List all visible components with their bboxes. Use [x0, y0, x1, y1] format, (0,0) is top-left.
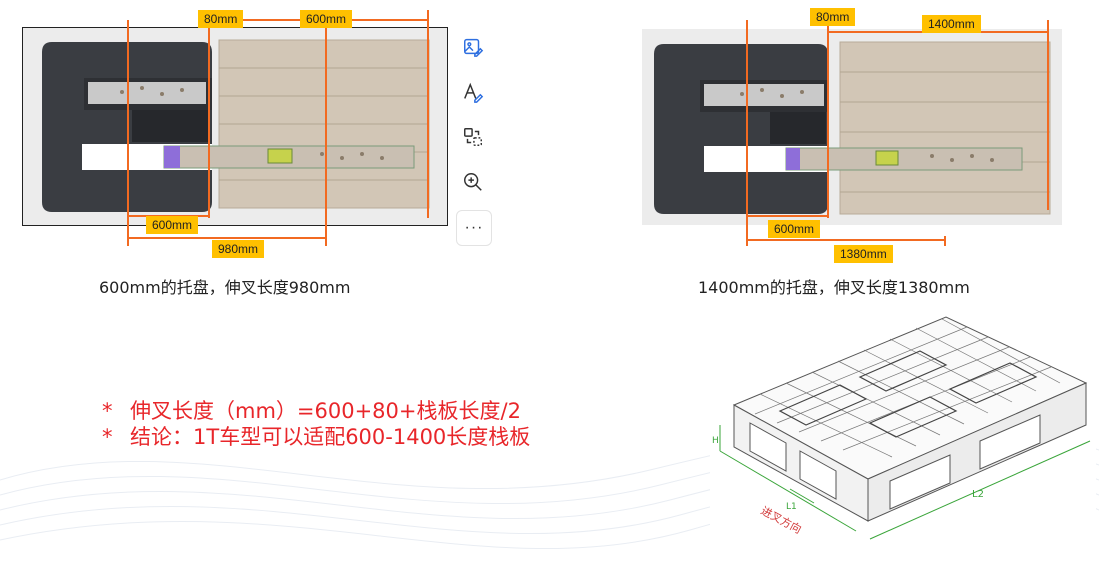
zoom-in-button[interactable] [456, 165, 490, 199]
note-line-1: * 伸叉长度（mm）=600+80+栈板长度/2 [102, 398, 521, 424]
right-dim-80: 80mm [810, 8, 856, 26]
image-toolbar: ··· [456, 30, 492, 257]
right-figure-drawing [654, 10, 1051, 246]
pallet-direction-label: 进叉方向 [759, 503, 804, 536]
right-caption: 1400mm的托盘，伸叉长度1380mm [698, 278, 970, 297]
left-dim-600-top: 600mm [300, 10, 353, 28]
pallet-label-h: H [712, 436, 719, 446]
more-button[interactable]: ··· [456, 210, 492, 246]
note-line-2: * 结论：1T车型可以适配600-1400长度栈板 [102, 424, 530, 450]
right-fork [785, 147, 1023, 171]
left-figure-drawing [42, 10, 430, 246]
left-dim-980: 980mm [212, 240, 265, 258]
right-dim-1380: 1380mm [834, 245, 893, 263]
note-text-formula: 伸叉长度（mm）=600+80+栈板长度/2 [130, 399, 521, 423]
note-bullet: * [102, 399, 113, 423]
text-edit-button[interactable] [456, 75, 490, 109]
right-dim-600: 600mm [768, 220, 821, 238]
pallet-label-l2: L2 [972, 489, 984, 500]
left-dim-600-bottom: 600mm [146, 216, 199, 234]
text-edit-icon [464, 82, 484, 103]
zoom-in-icon [464, 173, 482, 191]
image-edit-button[interactable] [456, 30, 490, 64]
more-icon: ··· [464, 219, 484, 236]
left-caption: 600mm的托盘，伸叉长度980mm [99, 278, 351, 297]
right-dim-1400: 1400mm [922, 15, 981, 33]
replace-button[interactable] [456, 120, 490, 154]
right-pallet [839, 41, 1051, 215]
pallet-drawing-svg: H L1 L2 进叉方向 [712, 316, 1091, 540]
replace-icon [464, 128, 482, 146]
note-bullet: * [102, 425, 113, 449]
note-text-conclusion: 结论：1T车型可以适配600-1400长度栈板 [130, 425, 531, 449]
pallet-label-l1: L1 [786, 502, 797, 512]
left-dim-80: 80mm [198, 10, 244, 28]
image-edit-icon [464, 38, 484, 57]
